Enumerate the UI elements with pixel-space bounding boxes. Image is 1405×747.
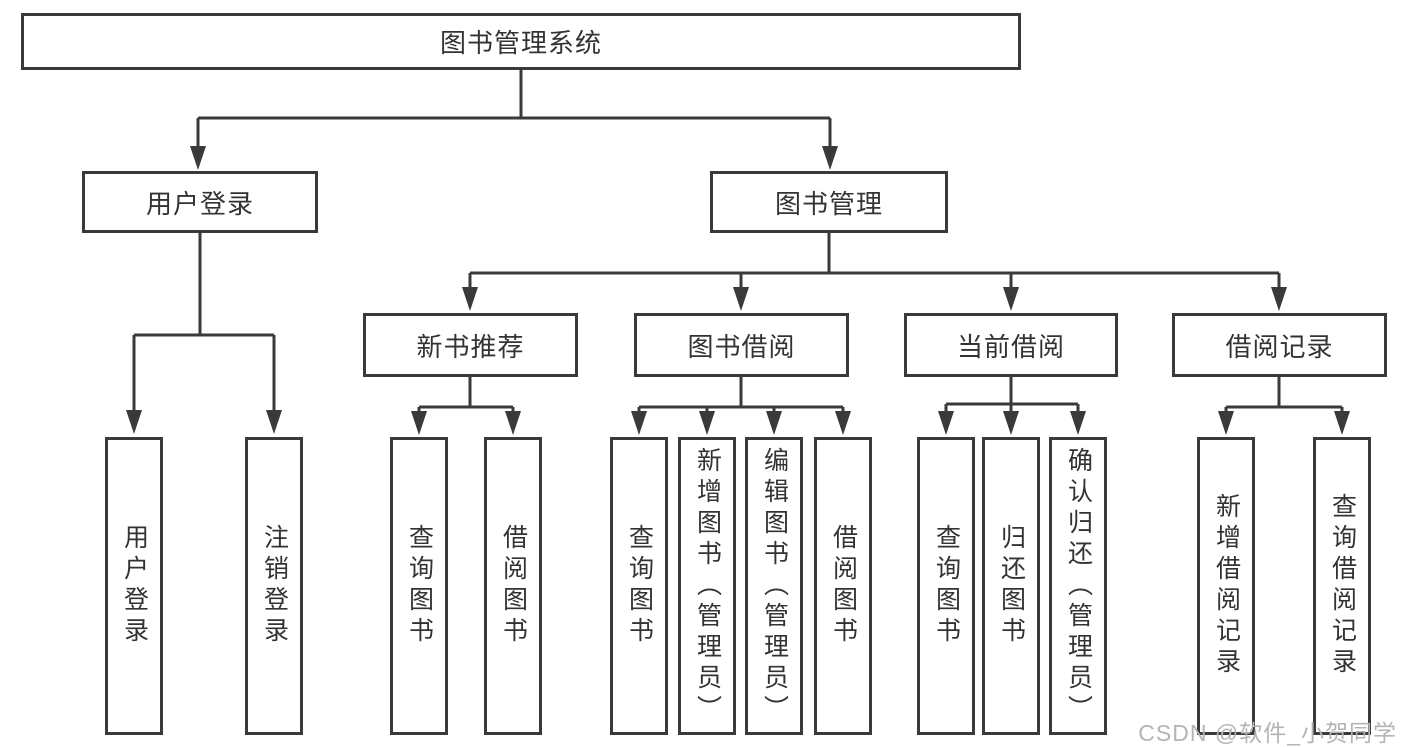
leaf-query-book-current: 查询图书 xyxy=(917,437,975,735)
node-book-management-label: 图书管理 xyxy=(774,188,883,219)
node-book-management: 图书管理 xyxy=(710,171,948,233)
leaf-borrow-book-label: 借阅图书 xyxy=(829,524,858,648)
leaf-query-book-borrowing: 查询图书 xyxy=(610,437,668,735)
leaf-query-borrow-record: 查询借阅记录 xyxy=(1313,437,1371,735)
leaf-add-book-admin-label: 新增图书（管理员） xyxy=(693,446,722,726)
node-book-borrowing: 图书借阅 xyxy=(634,313,849,377)
leaf-confirm-return-admin: 确认归还（管理员） xyxy=(1049,437,1107,735)
node-root-label: 图书管理系统 xyxy=(439,28,602,58)
node-user-login-label: 用户登录 xyxy=(145,188,254,219)
leaf-logout-label: 注销登录 xyxy=(260,524,289,648)
leaf-confirm-return-admin-label: 确认归还（管理员） xyxy=(1064,446,1093,726)
node-root: 图书管理系统 xyxy=(21,13,1021,70)
leaf-query-book-recommend: 查询图书 xyxy=(390,437,448,735)
arrowhead-icons xyxy=(126,146,1350,435)
node-current-borrowing-label: 当前借阅 xyxy=(956,331,1065,362)
leaf-user-login-label: 用户登录 xyxy=(120,524,149,648)
node-current-borrowing: 当前借阅 xyxy=(904,313,1118,377)
node-new-book-recommend: 新书推荐 xyxy=(363,313,578,377)
leaf-query-book-borrowing-label: 查询图书 xyxy=(625,524,654,648)
leaf-query-book-current-label: 查询图书 xyxy=(932,524,961,648)
leaf-add-borrow-record-label: 新增借阅记录 xyxy=(1212,493,1241,679)
leaf-return-book: 归还图书 xyxy=(982,437,1040,735)
leaf-query-borrow-record-label: 查询借阅记录 xyxy=(1328,493,1357,679)
leaf-add-borrow-record: 新增借阅记录 xyxy=(1197,437,1255,735)
leaf-edit-book-admin-label: 编辑图书（管理员） xyxy=(760,446,789,726)
leaf-query-book-recommend-label: 查询图书 xyxy=(405,524,434,648)
node-book-borrowing-label: 图书借阅 xyxy=(687,331,796,362)
node-borrowing-records: 借阅记录 xyxy=(1172,313,1387,377)
leaf-logout: 注销登录 xyxy=(245,437,303,735)
leaf-return-book-label: 归还图书 xyxy=(997,524,1026,648)
leaf-edit-book-admin: 编辑图书（管理员） xyxy=(745,437,803,735)
leaf-user-login: 用户登录 xyxy=(105,437,163,735)
leaf-borrow-book-recommend-label: 借阅图书 xyxy=(499,524,528,648)
leaf-borrow-book: 借阅图书 xyxy=(814,437,872,735)
node-borrowing-records-label: 借阅记录 xyxy=(1225,331,1334,362)
tree-edges xyxy=(132,70,1344,413)
leaf-borrow-book-recommend: 借阅图书 xyxy=(484,437,542,735)
node-user-login: 用户登录 xyxy=(82,171,318,233)
node-new-book-recommend-label: 新书推荐 xyxy=(416,331,525,362)
leaf-add-book-admin: 新增图书（管理员） xyxy=(678,437,736,735)
